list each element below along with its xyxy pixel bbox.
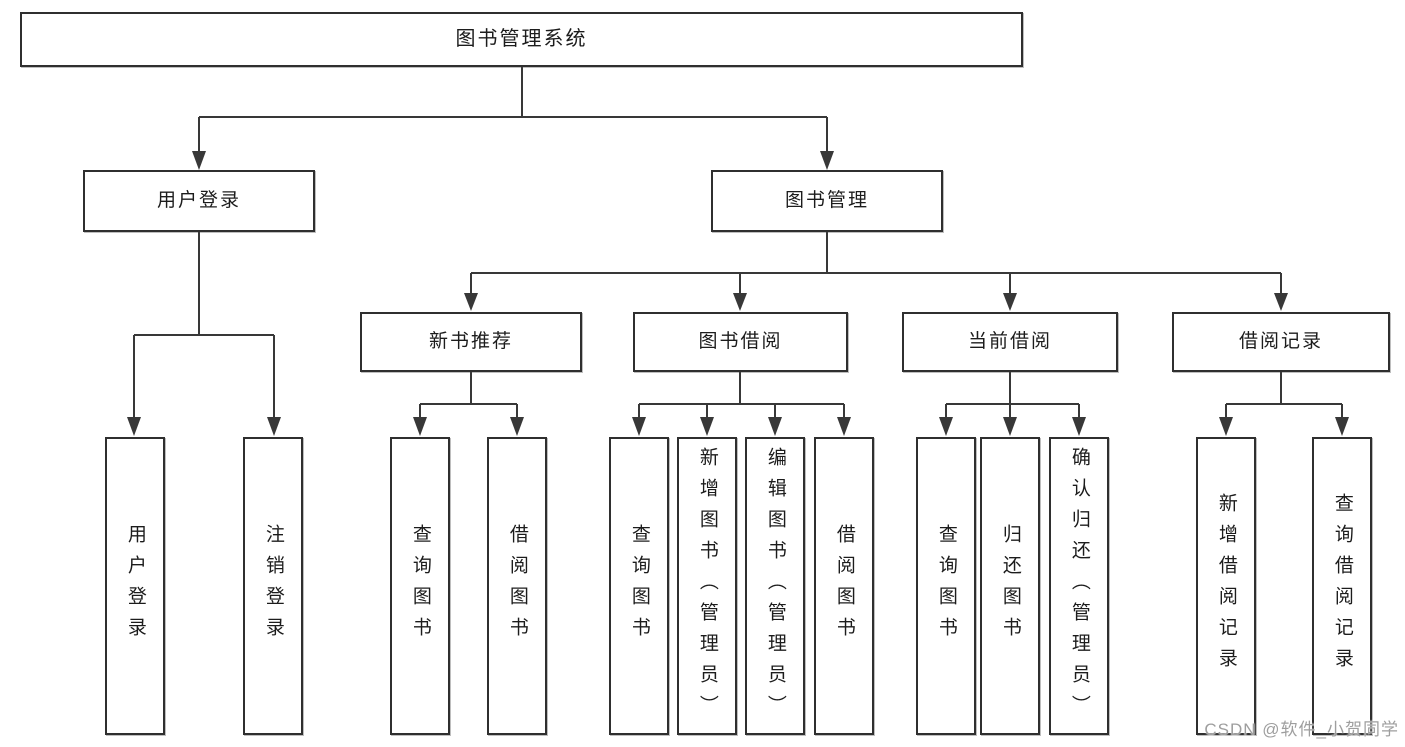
- leaf-borrow-query-books: 查询图书: [609, 437, 669, 735]
- node-library-management-system: 图书管理系统: [20, 12, 1023, 67]
- csdn-watermark: CSDN @软件_小贺同学: [1204, 720, 1399, 739]
- node-user-login: 用户登录: [83, 170, 315, 232]
- leaf-user-login: 用户登录: [105, 437, 165, 735]
- node-borrow-records: 借阅记录: [1172, 312, 1390, 372]
- node-book-management: 图书管理: [711, 170, 943, 232]
- node-book-borrow: 图书借阅: [633, 312, 848, 372]
- leaf-logout: 注销登录: [243, 437, 303, 735]
- node-new-book-recommend: 新书推荐: [360, 312, 582, 372]
- leaf-return-books: 归还图书: [980, 437, 1040, 735]
- arrowhead-icons: [127, 151, 1349, 436]
- leaf-add-books-admin: 新增图书（管理员）: [677, 437, 737, 735]
- leaf-query-borrow-record: 查询借阅记录: [1312, 437, 1372, 735]
- leaf-confirm-return-admin: 确认归还（管理员）: [1049, 437, 1109, 735]
- leaf-add-borrow-record: 新增借阅记录: [1196, 437, 1256, 735]
- leaf-recommend-borrow-books: 借阅图书: [487, 437, 547, 735]
- node-current-borrow: 当前借阅: [902, 312, 1118, 372]
- leaf-borrow-books: 借阅图书: [814, 437, 874, 735]
- leaf-current-query-books: 查询图书: [916, 437, 976, 735]
- leaf-edit-books-admin: 编辑图书（管理员）: [745, 437, 805, 735]
- leaf-recommend-query-books: 查询图书: [390, 437, 450, 735]
